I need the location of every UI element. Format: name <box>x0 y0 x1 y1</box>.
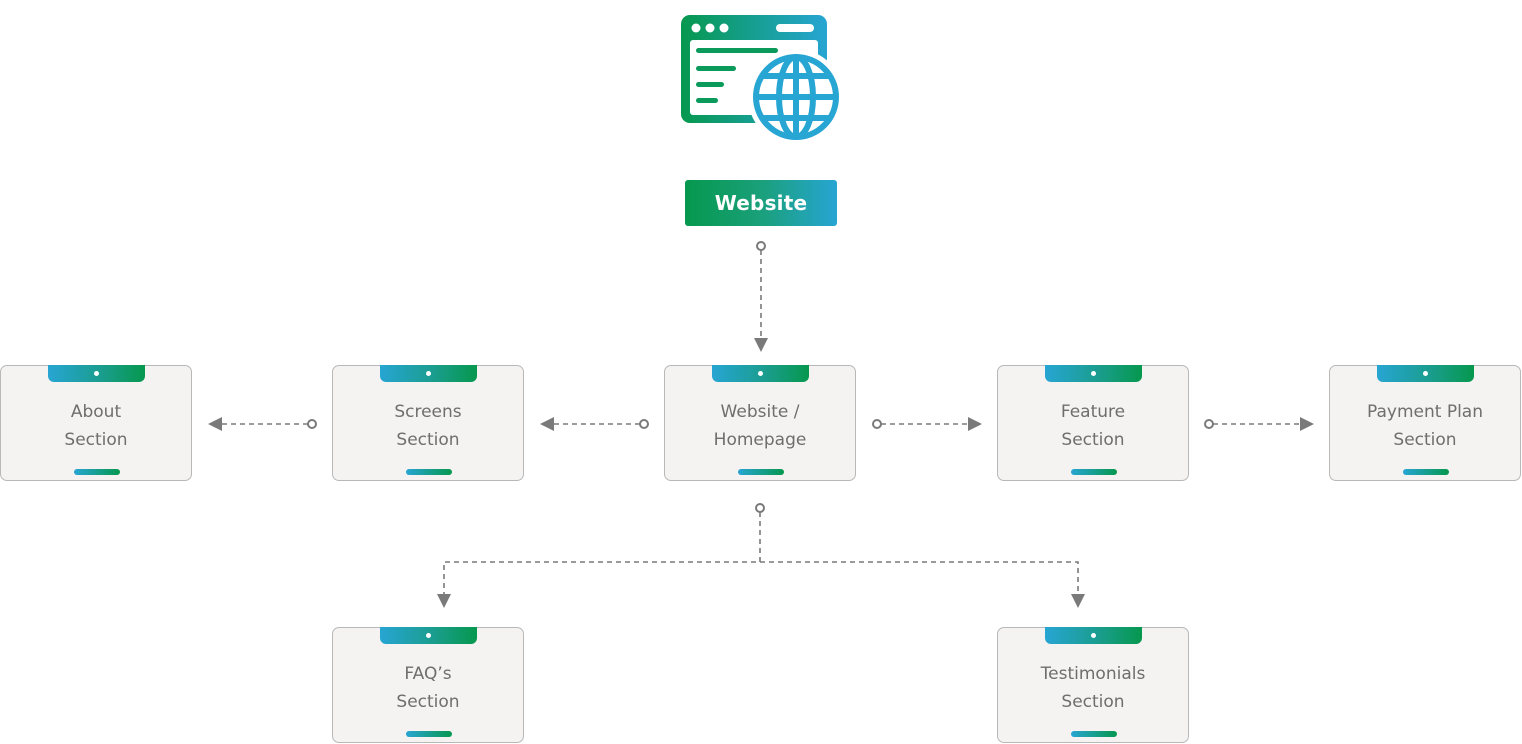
node-feature-section[interactable]: Feature Section <box>997 365 1189 481</box>
card-accent-bar <box>406 469 452 475</box>
card-tab <box>48 365 145 382</box>
tab-dot <box>426 371 431 376</box>
connector-start-dot <box>639 419 649 429</box>
edge-homepage-to-faq <box>443 512 761 594</box>
arrowhead-down <box>437 594 451 608</box>
connector-start-dot <box>1204 419 1214 429</box>
card-tab <box>1045 365 1142 382</box>
card-tab <box>1045 627 1142 644</box>
arrowhead-left <box>540 417 554 431</box>
tab-dot <box>758 371 763 376</box>
arrowhead-left <box>208 417 222 431</box>
tab-dot <box>1091 371 1096 376</box>
website-globe-icon <box>681 15 844 145</box>
node-payment-plan-section[interactable]: Payment Plan Section <box>1329 365 1521 481</box>
card-tab <box>712 365 809 382</box>
tab-dot <box>426 633 431 638</box>
node-label-line1: Payment Plan <box>1367 402 1483 422</box>
node-label-line1: About <box>70 402 122 422</box>
node-label: Testimonials Section <box>998 660 1188 716</box>
arrowhead-down <box>1071 594 1085 608</box>
card-tab <box>380 365 477 382</box>
card-tab <box>1377 365 1474 382</box>
node-label-line1: Website / <box>720 402 800 422</box>
card-accent-bar <box>738 469 784 475</box>
website-root-label: Website <box>685 180 837 226</box>
node-label-line2: Section <box>1393 430 1457 450</box>
arrowhead-right <box>1300 417 1314 431</box>
node-label-line2: Section <box>1061 692 1125 712</box>
node-label: FAQ’s Section <box>333 660 523 716</box>
node-label-line1: Feature <box>1060 402 1126 422</box>
arrowhead-down <box>754 338 768 352</box>
connector-start-dot <box>756 241 766 251</box>
card-tab <box>380 627 477 644</box>
node-about-section[interactable]: About Section <box>0 365 192 481</box>
node-label: Website / Homepage <box>665 398 855 454</box>
connector-start-dot <box>872 419 882 429</box>
node-label-line1: Screens <box>394 402 462 422</box>
node-label: Screens Section <box>333 398 523 454</box>
node-label-line2: Section <box>1061 430 1125 450</box>
node-label-line2: Homepage <box>713 430 807 450</box>
node-testimonials-section[interactable]: Testimonials Section <box>997 627 1189 743</box>
node-label-line2: Section <box>64 430 128 450</box>
card-accent-bar <box>406 731 452 737</box>
card-accent-bar <box>74 469 120 475</box>
node-label: Feature Section <box>998 398 1188 454</box>
node-label-line2: Section <box>396 692 460 712</box>
tab-dot <box>94 371 99 376</box>
connector-start-dot <box>755 503 765 513</box>
edge-homepage-to-testimonials <box>760 561 1079 594</box>
node-label-line2: Section <box>396 430 460 450</box>
card-accent-bar <box>1071 469 1117 475</box>
node-homepage[interactable]: Website / Homepage <box>664 365 856 481</box>
tab-dot <box>1091 633 1096 638</box>
node-screens-section[interactable]: Screens Section <box>332 365 524 481</box>
node-label-line1: Testimonials <box>1040 664 1146 684</box>
node-label-line1: FAQ’s <box>404 664 452 684</box>
node-label: About Section <box>1 398 191 454</box>
card-accent-bar <box>1071 731 1117 737</box>
tab-dot <box>1423 371 1428 376</box>
node-label: Payment Plan Section <box>1330 398 1520 454</box>
connector-start-dot <box>307 419 317 429</box>
arrowhead-right <box>968 417 982 431</box>
node-faq-section[interactable]: FAQ’s Section <box>332 627 524 743</box>
card-accent-bar <box>1403 469 1449 475</box>
